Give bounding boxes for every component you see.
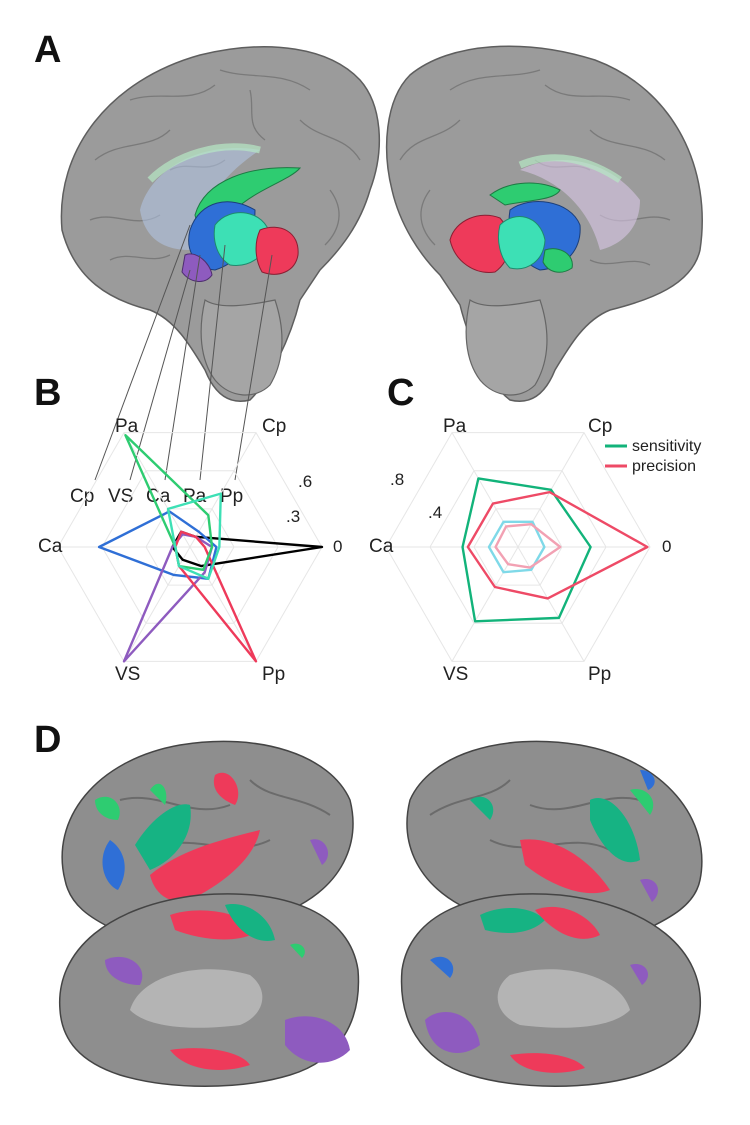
panel-d-bottom-right-brain [400, 893, 701, 1087]
radar-c-tick-04: .4 [428, 503, 442, 522]
panel-c-series [461, 477, 649, 623]
panel-c-letter: C [387, 372, 414, 414]
radar-b-grid-spoke-4 [189, 546, 257, 662]
radar-c-label-pp: Pp [588, 664, 611, 685]
region-label-pp: Pp [220, 486, 243, 507]
legend-label-precision: precision [632, 458, 696, 475]
radar-b-label-vs: VS [115, 664, 140, 685]
panel-a-letter: A [34, 29, 61, 71]
region-label-ca: Ca [146, 486, 171, 507]
radar-c-label-ca: Ca [369, 536, 394, 557]
radar-c-label-pa: Pa [443, 416, 467, 437]
radar-b-label-cp: Cp [262, 416, 286, 437]
radar-c-series-3 [487, 520, 546, 574]
radar-b-tick-03: .3 [286, 507, 300, 526]
radar-c-grid-spoke-5 [451, 546, 519, 662]
radar-b-series-3 [122, 533, 214, 663]
radar-b-label-ca: Ca [38, 536, 63, 557]
radar-c-grid-spoke-4 [517, 546, 585, 662]
radar-b-tick-0: 0 [333, 537, 342, 556]
panel-b-radar [57, 432, 324, 663]
panel-a-right-brain [385, 45, 703, 402]
panel-d-top-right-brain [406, 740, 703, 940]
radar-b-grid-spoke-2 [189, 432, 257, 548]
panel-d-bottom-left-brain [59, 893, 360, 1087]
panel-b-grid [57, 432, 323, 662]
panel-a-left-brain [60, 46, 381, 481]
panel-b-letter: B [34, 372, 61, 414]
panel-b-series [97, 434, 324, 663]
radar-b-label-pa: Pa [115, 416, 139, 437]
radar-b-grid-spoke-5 [123, 546, 191, 662]
radar-c-series-2 [466, 490, 649, 600]
radar-c-grid-spoke-1 [451, 432, 519, 548]
panel-d-letter: D [34, 719, 61, 761]
region-label-vs: VS [108, 486, 133, 507]
region-label-cp: Cp [70, 486, 94, 507]
radar-b-grid-spoke-1 [123, 432, 191, 548]
radar-b-label-pp: Pp [262, 664, 285, 685]
panel-c-radar [385, 432, 651, 662]
panel-d-top-left-brain [61, 740, 354, 940]
radar-c-series-4 [494, 522, 562, 569]
radar-c-label-cp: Cp [588, 416, 612, 437]
radar-b-series-6 [166, 492, 223, 580]
radar-c-series-1 [461, 477, 592, 623]
legend-label-sensitivity: sensitivity [632, 438, 701, 455]
radar-c-tick-08: .8 [390, 470, 404, 489]
radar-c-label-vs: VS [443, 664, 468, 685]
radar-b-tick-06: .6 [298, 472, 312, 491]
radar-c-tick-0: 0 [662, 537, 671, 556]
